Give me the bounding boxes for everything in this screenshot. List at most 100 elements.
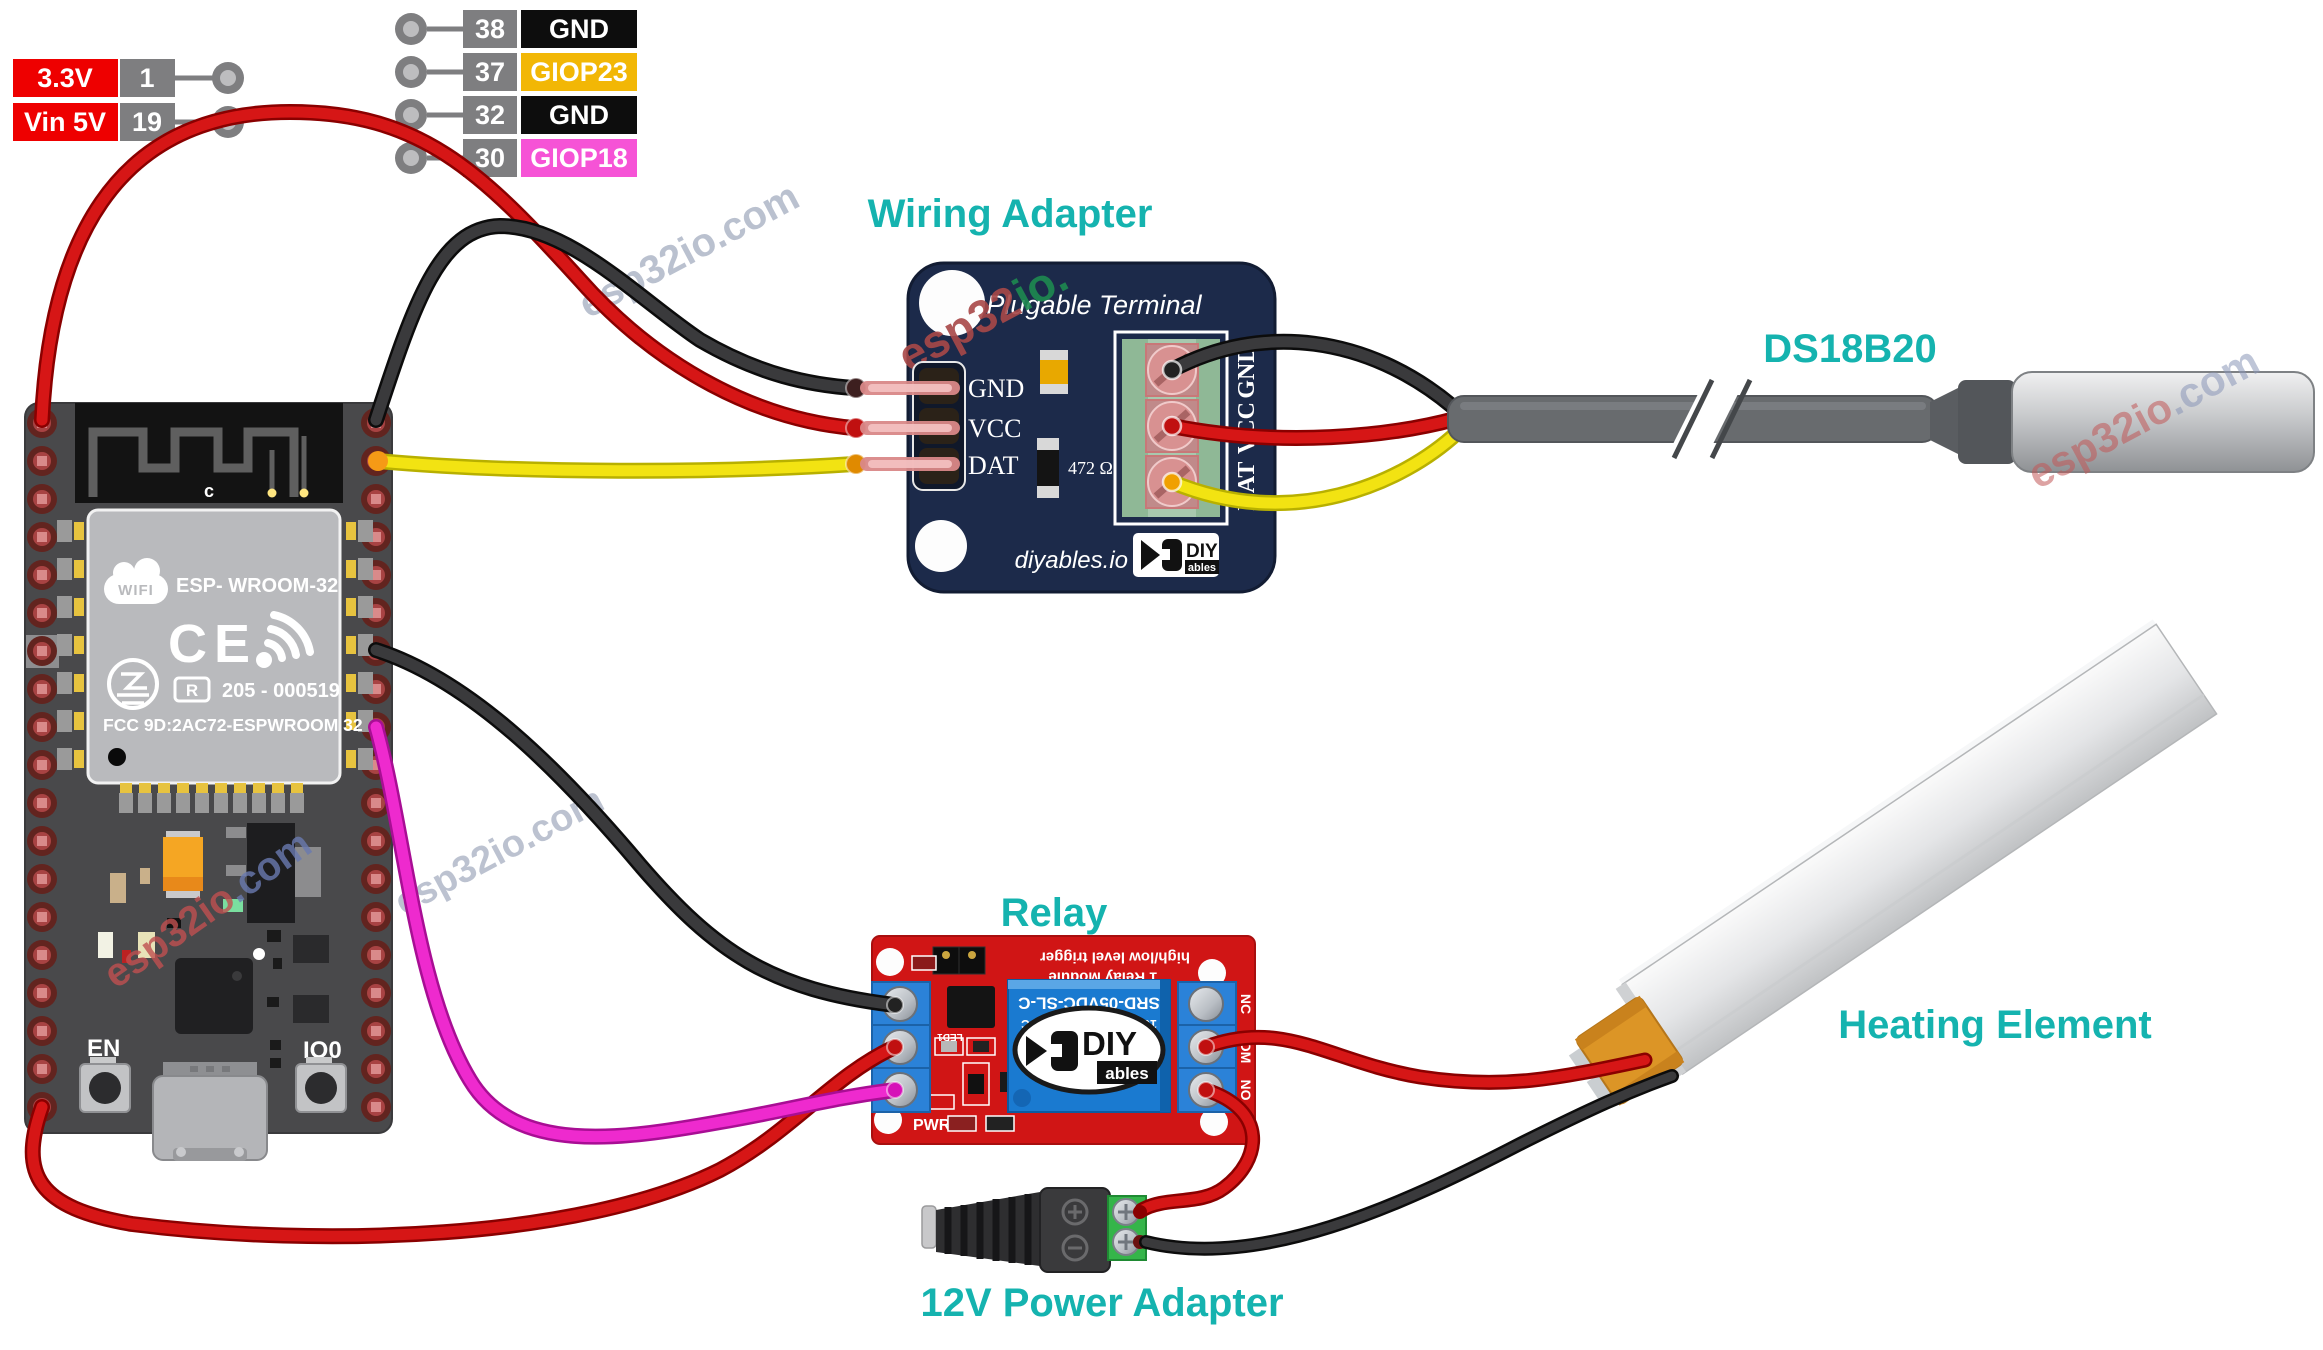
pin-number-37: 37: [475, 57, 505, 87]
shield-pad: [57, 634, 72, 656]
cable-break-slash: [1671, 378, 1715, 460]
usb-vent: [206, 1066, 214, 1072]
pin-number-30: 30: [475, 143, 505, 173]
shield-pads-left: [57, 520, 84, 770]
castellation-pad: [119, 793, 133, 813]
psu-black-wire: [1141, 1071, 1677, 1254]
smd-led-cap: [1040, 384, 1068, 394]
smd-capacitor: [140, 868, 150, 884]
logo-play-icon: [1026, 1036, 1047, 1066]
shield-pad-gold: [74, 674, 84, 692]
pin-number-38: 38: [475, 14, 505, 44]
smd-resistor-cap: [1037, 486, 1059, 498]
castellation-gold: [272, 783, 284, 793]
adapter-brand: diyables.io: [1015, 547, 1128, 574]
castellation-pad: [290, 793, 304, 813]
esp32-board: c WIFI ESP- WROOM-32 CE: [24, 402, 393, 1161]
shield-pad: [57, 672, 72, 694]
wire-end-cap: [886, 1081, 904, 1099]
esp32-pin-square: [37, 912, 47, 922]
sensor-lead-black: [1166, 336, 1458, 412]
castellation-gold: [158, 783, 170, 793]
shield-pad-gold: [346, 712, 356, 730]
esp32-pin-square: [37, 456, 47, 466]
shield-pad: [358, 558, 373, 580]
castellation-pad: [176, 793, 190, 813]
shield-pad: [57, 520, 72, 542]
pin-label-vin-box: [13, 103, 118, 141]
esp32-pin-square: [371, 1064, 381, 1074]
smd-part: [968, 1074, 984, 1094]
pin-number-32-box: [463, 96, 517, 134]
wire-vin-red: [27, 1041, 901, 1242]
castellation-pad: [233, 793, 247, 813]
logo-block-icon: [1051, 1031, 1078, 1071]
probe-body: [2011, 371, 2315, 473]
regulator-leg: [226, 865, 246, 876]
esp32-pin-square: [37, 874, 47, 884]
smd-part: [273, 958, 282, 969]
shield-pad: [358, 596, 373, 618]
smd-outlined: [966, 1037, 996, 1056]
pin-label-giop18: GIOP18: [530, 143, 628, 173]
castellation-pad: [195, 793, 209, 813]
shield-pad-gold: [74, 560, 84, 578]
terminal-label-gnd: GND: [1234, 345, 1260, 398]
smd-part: [270, 1058, 281, 1068]
heater-edge-line: [1668, 693, 2205, 1057]
caption-wiring-adapter: Wiring Adapter: [868, 192, 1153, 236]
wire-end-cap: [1161, 415, 1183, 437]
white-led: [98, 932, 113, 958]
orange-inductor: [163, 837, 203, 881]
shield-pad-gold: [74, 750, 84, 768]
ce-mark: CE: [168, 614, 257, 674]
relay-cube: SRD-05VDC-SL-C 10A 30VDC 10A 28VDC 10A 2…: [1007, 979, 1171, 1113]
esp32-components: [98, 823, 329, 1068]
wire-end-cap: [1133, 1205, 1147, 1219]
caption-power-adapter: 12V Power Adapter: [920, 1281, 1283, 1325]
pin-label-gnd32: GND: [549, 100, 609, 130]
logo-ables-text: ables: [1188, 562, 1216, 574]
resistor-value: 472 Ω: [1068, 458, 1113, 478]
shield-pad-gold: [74, 598, 84, 616]
probe-neck: [1930, 386, 1962, 456]
shield-pad: [57, 558, 72, 580]
pin-label-giop23: GIOP23: [530, 57, 628, 87]
component-cap: [166, 831, 200, 839]
esp32-pin-square: [371, 836, 381, 846]
japan-mark-zigzag: [121, 672, 147, 690]
micro-usb-connector: [152, 1062, 268, 1161]
smd-resistor: [1037, 450, 1059, 486]
shield-pad: [57, 748, 72, 770]
smd-part: [270, 1040, 281, 1050]
sot-transistor: [293, 995, 329, 1023]
castellation-pad: [271, 793, 285, 813]
pin-dot-inner: [403, 21, 419, 37]
pin-number-19: 19: [132, 107, 162, 137]
legend-top-row-30: 30 GIOP18: [395, 139, 637, 177]
orange-inductor-band: [163, 877, 203, 891]
esp32-pin-square: [37, 836, 47, 846]
japan-mark-circle: [107, 658, 159, 710]
smd-outlined: [911, 955, 937, 971]
esp32-pin-square: [37, 988, 47, 998]
shield-pad-gold: [346, 674, 356, 692]
pin-dot-inner: [403, 150, 419, 166]
optocoupler-ic: [947, 986, 995, 1028]
caption-heating-element: Heating Element: [1838, 1003, 2151, 1047]
esp32-pin-square: [37, 684, 47, 694]
pin-label-3v3-box: [13, 59, 118, 97]
esp32-pin-square: [371, 1102, 381, 1112]
diyables-logo: DIY ables: [1133, 533, 1219, 577]
wire-giop18-outline: [368, 719, 903, 1145]
logo-play-icon: [1141, 540, 1160, 570]
pin-number-32: 32: [475, 100, 505, 130]
legend-left-row-3v3: 3.3V 1: [13, 59, 244, 97]
relay-cube-recess: [1013, 1089, 1031, 1107]
esp32-pin-square: [371, 1026, 381, 1036]
sot-transistor: [293, 935, 329, 963]
led1-label: LED1: [937, 1031, 963, 1042]
relay-silkscreen-line2: high/low level trigger: [1040, 949, 1190, 966]
esp32-pin-square: [371, 494, 381, 504]
